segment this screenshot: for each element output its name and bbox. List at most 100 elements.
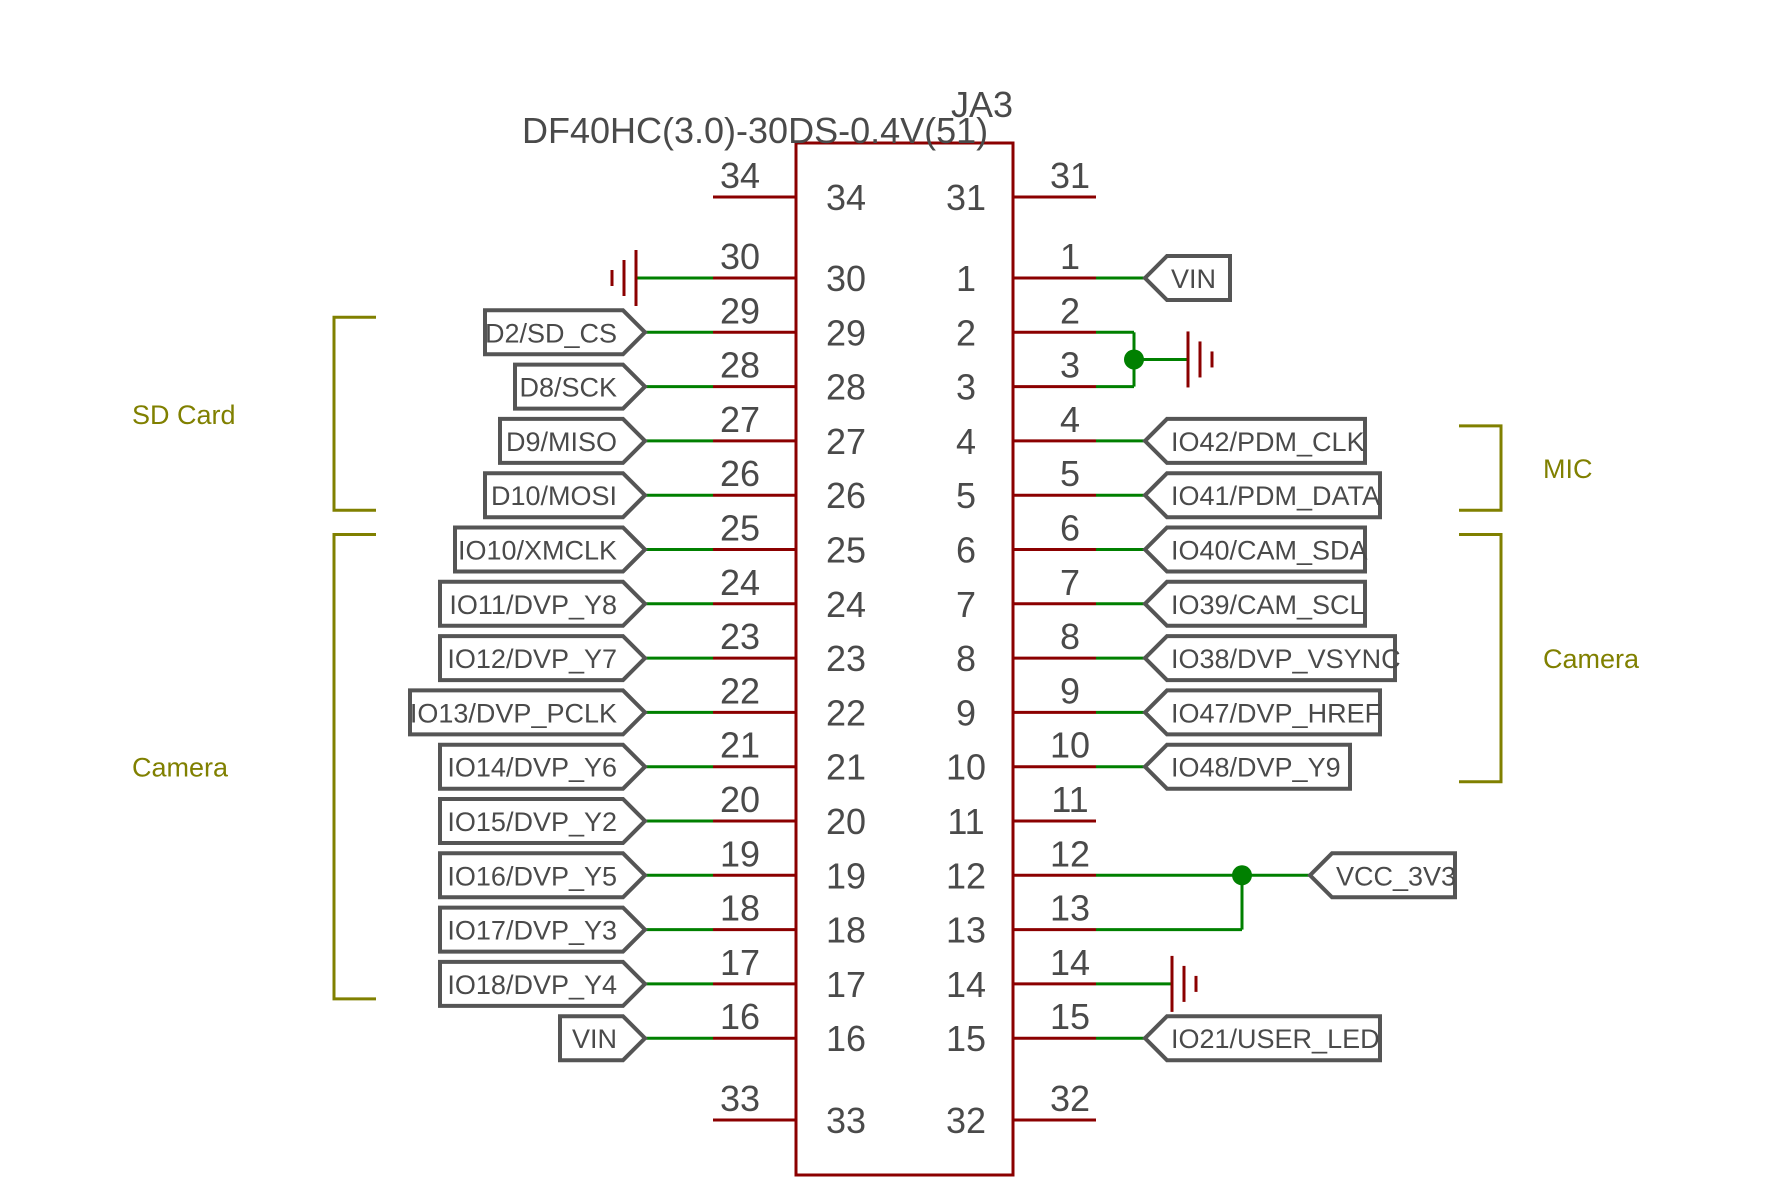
group-bracket: SD Card — [132, 315, 376, 512]
group-label: Camera — [132, 753, 229, 783]
net-label-text: IO14/DVP_Y6 — [447, 753, 617, 783]
pin-number-inner: 29 — [826, 312, 866, 353]
pin-number-inner: 24 — [826, 584, 866, 625]
pin-number-inner: 19 — [826, 855, 866, 896]
vcc-bus: VCC_3V3 — [1096, 851, 1457, 932]
pin-number-inner: 1 — [956, 258, 976, 299]
pin-number-outer: 24 — [720, 562, 760, 603]
pin-number-outer: 19 — [720, 833, 760, 874]
pin-number-inner: 5 — [956, 475, 976, 516]
pin-number-inner: 13 — [946, 910, 986, 951]
group-bracket: MIC — [1459, 424, 1593, 512]
pin-number-inner: 28 — [826, 367, 866, 408]
net-label-frame — [438, 959, 648, 1008]
pin-number-inner: 30 — [826, 258, 866, 299]
pin-number-inner: 3 — [956, 367, 976, 408]
pins-layer: 343430302929D2/SD_CS2828D8/SCK2727D9/MIS… — [408, 155, 1457, 1141]
pin-right-8: 8 8 IO38/DVP_VSYNC — [956, 616, 1401, 683]
component-designator: JA3 — [951, 84, 1013, 125]
group-bracket-line — [1459, 533, 1503, 784]
pin-number-outer: 23 — [720, 616, 760, 657]
net-label: IO12/DVP_Y7 — [438, 634, 648, 683]
net-label: IO41/PDM_DATA — [1142, 471, 1382, 520]
net-label-frame — [1142, 742, 1352, 791]
pin-number-inner: 10 — [946, 747, 986, 788]
net-label: IO48/DVP_Y9 — [1142, 742, 1352, 791]
net-label-text: D2/SD_CS — [485, 318, 617, 348]
net-label-frame — [558, 1014, 648, 1063]
net-label: IO47/DVP_HREF — [1142, 688, 1382, 737]
net-label-frame — [513, 362, 648, 411]
component-part-number: DF40HC(3.0)-30DS-0.4V(51) — [522, 110, 988, 151]
pin-number-outer: 27 — [720, 399, 760, 440]
pin-number-outer: 28 — [720, 345, 760, 386]
net-label-text: D8/SCK — [519, 373, 617, 403]
pin-number-outer: 8 — [1060, 616, 1080, 657]
net-label-frame — [1142, 634, 1397, 683]
net-label: IO13/DVP_PCLK — [408, 688, 648, 737]
pin-number-inner: 7 — [956, 584, 976, 625]
net-label-text: IO17/DVP_Y3 — [447, 916, 617, 946]
net-label: D8/SCK — [513, 362, 648, 411]
pin-number-inner: 32 — [946, 1100, 986, 1141]
pin-number-inner: 27 — [826, 421, 866, 462]
pin-number-outer: 29 — [720, 290, 760, 331]
net-label: IO40/CAM_SDA — [1142, 525, 1368, 574]
net-label-frame — [408, 688, 648, 737]
net-label-text: IO18/DVP_Y4 — [447, 970, 617, 1000]
net-label-frame — [483, 308, 648, 357]
pin-number-outer: 10 — [1050, 725, 1090, 766]
net-label-frame — [1307, 851, 1457, 900]
net-label: IO14/DVP_Y6 — [438, 742, 648, 791]
net-label: IO16/DVP_Y5 — [438, 851, 648, 900]
pin-number-inner: 34 — [826, 177, 866, 218]
net-label: IO42/PDM_CLK — [1142, 416, 1367, 465]
net-label: IO15/DVP_Y2 — [438, 797, 648, 845]
pin-number-outer: 14 — [1050, 942, 1090, 983]
net-label-text: IO12/DVP_Y7 — [447, 644, 617, 674]
group-label: SD Card — [132, 400, 236, 430]
net-label: IO10/XMCLK — [453, 525, 648, 574]
pin-number-inner: 31 — [946, 177, 986, 218]
net-label: IO38/DVP_VSYNC — [1142, 634, 1401, 683]
pin-number-outer: 9 — [1060, 670, 1080, 711]
pin-number-inner: 16 — [826, 1018, 866, 1059]
net-label: VCC_3V3 — [1307, 851, 1457, 900]
net-label: IO21/USER_LED — [1142, 1014, 1382, 1063]
net-label-text: IO41/PDM_DATA — [1171, 481, 1380, 511]
pin-number-inner: 9 — [956, 692, 976, 733]
pin-right-2: 22 — [956, 290, 1096, 353]
net-label-text: IO10/XMCLK — [458, 536, 617, 566]
pin-number-outer: 7 — [1060, 562, 1080, 603]
pin-number-inner: 20 — [826, 801, 866, 842]
pin-number-inner: 8 — [956, 638, 976, 679]
pin-number-outer: 26 — [720, 453, 760, 494]
net-label-text: IO42/PDM_CLK — [1171, 427, 1365, 457]
net-label-frame — [1142, 254, 1232, 302]
net-label-text: IO40/CAM_SDA — [1171, 536, 1368, 566]
net-label-text: IO21/USER_LED — [1171, 1024, 1380, 1054]
pin-number-outer: 11 — [1051, 779, 1088, 820]
pin-number-outer: 13 — [1050, 888, 1090, 929]
pin-number-outer: 17 — [720, 942, 760, 983]
net-label-frame — [453, 525, 648, 574]
junction-dot — [1232, 865, 1252, 886]
pin-number-inner: 26 — [826, 475, 866, 516]
pin-number-inner: 17 — [826, 964, 866, 1005]
pin-number-outer: 16 — [720, 996, 760, 1037]
